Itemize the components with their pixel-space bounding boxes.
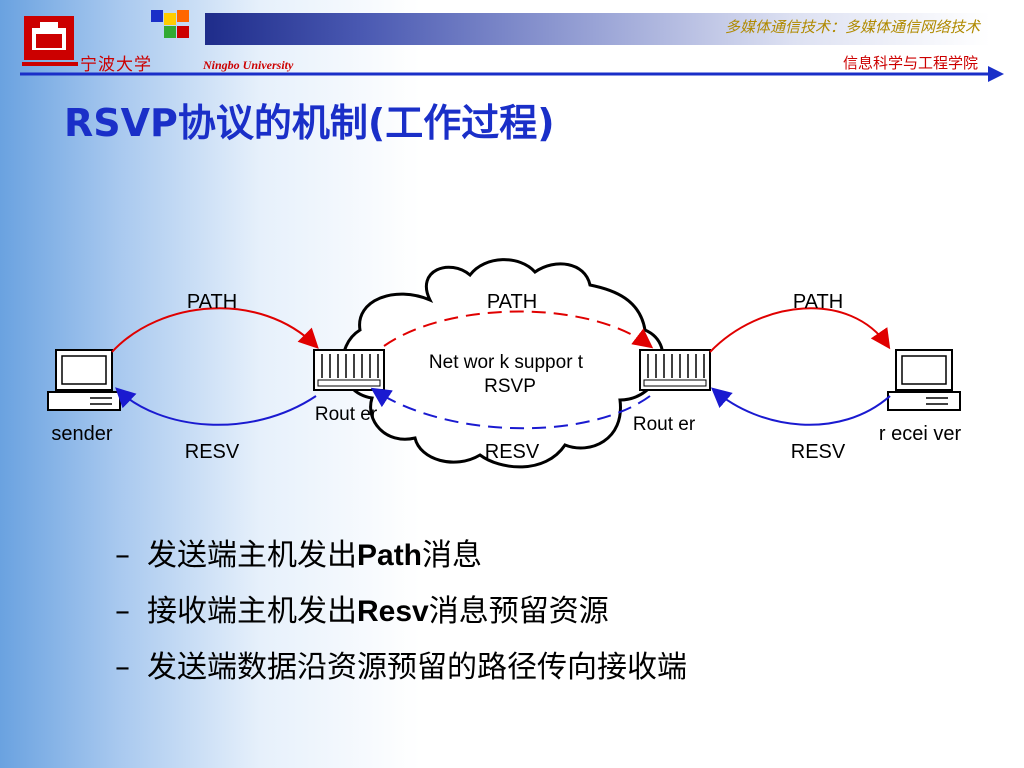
right-router-label: Rout er [633, 414, 696, 435]
decorative-squares-icon [151, 10, 189, 38]
bullet-text: 发送端数据沿资源预留的路径传向接收端 [147, 650, 687, 685]
header-rule-arrow [20, 66, 1004, 82]
receiver-computer-icon [887, 349, 961, 411]
bullet-text: 发送端主机发出 [147, 538, 357, 573]
path-arrow-3 [709, 307, 891, 353]
bullet-keyword: Resv [357, 595, 429, 628]
left-router-icon [313, 349, 385, 391]
path-arrow-1 [111, 307, 319, 353]
resv-label-3: RESV [791, 441, 846, 463]
path-label-3: PATH [793, 291, 843, 313]
bullet-text-tail: 消息 [422, 538, 483, 573]
school-name: 信息科学与工程学院 [842, 54, 978, 72]
bullet-dash: – [115, 594, 130, 629]
bullet-text-tail: 消息预留资源 [428, 594, 609, 629]
resv-arrow-2 [370, 387, 651, 430]
left-router-label: Rout er [315, 404, 378, 425]
bullet-keyword: Path [357, 539, 423, 572]
bullet-list: –发送端主机发出Path消息 –接收端主机发出Resv消息预留资源 –发送端数据… [115, 528, 687, 696]
resv-label-2: RESV [485, 441, 540, 463]
path-arrow-2 [383, 310, 654, 349]
header-gradient-bar [205, 13, 990, 45]
header: 宁波大学 Ningbo University 多媒体通信技术：多媒体通信网络技术… [0, 0, 1024, 82]
rsvp-diagram: PATH PATH PATH RESV RESV RESV Net wor k … [47, 258, 962, 469]
path-label-2: PATH [487, 291, 537, 313]
page-title: RSVP协议的机制(工作过程) [64, 101, 555, 145]
sender-label: sender [51, 423, 112, 445]
receiver-label: r ecei ver [879, 423, 962, 445]
network-label-line2: RSVP [484, 376, 536, 397]
bullet-item: –发送端数据沿资源预留的路径传向接收端 [115, 640, 687, 696]
bullet-dash: – [115, 650, 130, 685]
bullet-text: 接收端主机发出 [147, 594, 357, 629]
university-name-en: Ningbo University [203, 58, 294, 72]
university-logo-icon [22, 16, 78, 66]
resv-label-1: RESV [185, 441, 240, 463]
university-name-cn: 宁波大学 [80, 55, 152, 75]
path-label-1: PATH [187, 291, 237, 313]
network-label-line1: Net wor k suppor t [429, 352, 584, 373]
sender-computer-icon [47, 349, 121, 411]
right-router-icon [639, 349, 711, 391]
bullet-item: –发送端主机发出Path消息 [115, 528, 687, 584]
bullet-item: –接收端主机发出Resv消息预留资源 [115, 584, 687, 640]
resv-arrow-3 [710, 387, 891, 426]
course-title: 多媒体通信技术：多媒体通信网络技术 [724, 18, 980, 36]
resv-arrow-1 [115, 387, 317, 426]
bullet-dash: – [115, 538, 130, 573]
